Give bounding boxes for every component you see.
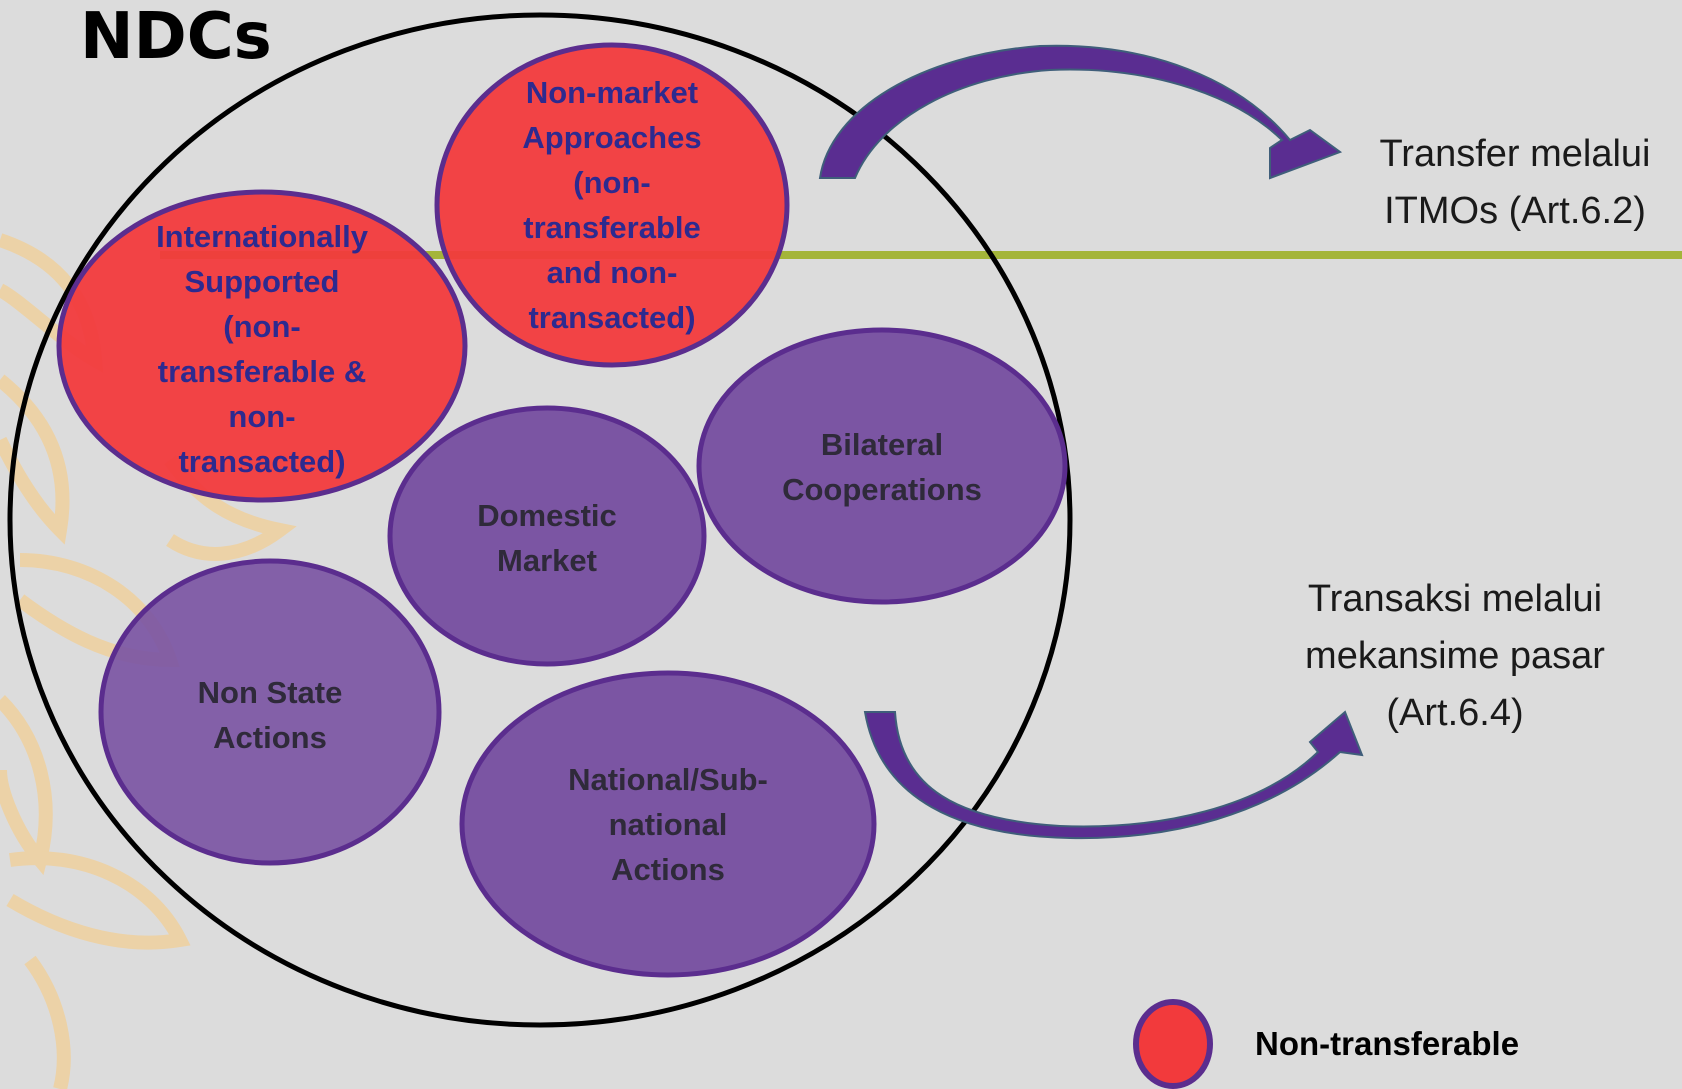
label-bilateral: Bilateral Cooperations [782,427,982,507]
ellipse-domestic [387,405,707,667]
label-non-state: Non State Actions [197,675,343,755]
ellipse-national [459,670,877,978]
legend-swatch [1133,999,1213,1089]
diagram-title: NDCs [80,0,272,74]
ellipse-non-market [434,42,790,368]
ellipse-non-state [98,558,442,866]
transfer-arrow [818,44,1343,180]
label-non-market: Non-market Approaches (non- transferable… [522,75,702,335]
transaksi-arrow [863,710,1364,840]
label-domestic: Domestic Market [477,498,617,578]
legend-label: Non-transferable [1255,1025,1520,1062]
label-transaksi-pasar: Transaksi melalui mekansime pasar (Art.6… [1305,578,1605,734]
label-transfer-itmos: Transfer melalui ITMOs (Art.6.2) [1379,133,1651,232]
label-internationally-supported: Internationally Supported (non- transfer… [156,219,368,479]
ellipse-internationally-supported [56,189,468,503]
label-national: National/Sub- national Actions [568,762,768,887]
ellipse-bilateral [696,327,1068,605]
ndc-boundary-circle [7,12,1073,1028]
